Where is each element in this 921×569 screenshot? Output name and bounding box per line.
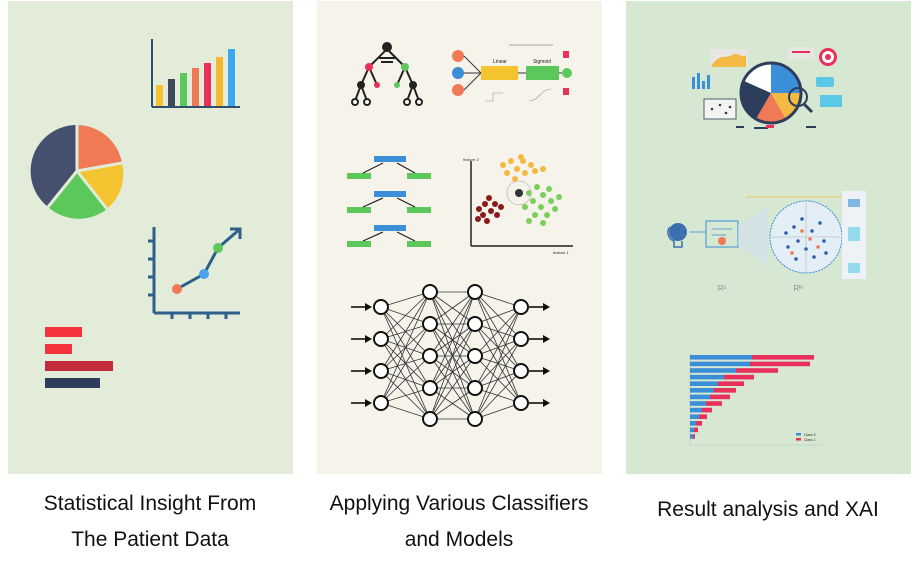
statistics-caption-line-1: Statistical Insight From <box>43 492 257 515</box>
statistics-caption: Statistical Insight From The Patient Dat… <box>0 486 300 558</box>
neural-network-icon <box>351 284 550 427</box>
cluster-scatter-icon: feature 2 feature 1 <box>463 154 573 255</box>
legend-class-0: Class 0 <box>804 433 816 437</box>
sigmoid-label: Sigmoid <box>533 59 551 65</box>
classifiers-caption-line-2: and Models <box>404 528 514 551</box>
linear-label: Linear <box>493 59 507 65</box>
line-chart-icon <box>148 227 242 319</box>
pie-chart-icon <box>30 124 124 219</box>
classifiers-caption: Applying Various Classifiers and Models <box>309 486 609 558</box>
feature-importance-chart: Class 0 Class 1 <box>689 353 822 446</box>
feature-1-label: feature 1 <box>553 250 570 255</box>
branching-model-icon <box>347 156 431 247</box>
decision-tree-icon <box>351 42 423 106</box>
classifiers-panel: Linear Sigmoid fea <box>317 1 602 474</box>
r2-label: R² <box>718 284 727 293</box>
rn-label: Rᴺ <box>793 284 803 293</box>
xai-caption-line-1: Result analysis and XAI <box>657 498 879 521</box>
xai-caption: Result analysis and XAI <box>618 492 918 528</box>
feature-2-label: feature 2 <box>463 157 480 162</box>
classifiers-caption-line-1: Applying Various Classifiers <box>329 492 589 515</box>
logistic-regression-icon: Linear Sigmoid <box>452 44 572 102</box>
xai-panel: R² Rᴺ Class 0 Class 1 <box>626 1 911 474</box>
statistics-caption-line-2: The Patient Data <box>71 528 229 551</box>
analytics-dashboard-icon <box>692 47 842 129</box>
explainability-diagram: R² Rᴺ <box>667 191 866 293</box>
bar-chart-icon <box>151 39 240 108</box>
legend-class-1: Class 1 <box>804 438 816 442</box>
horizontal-bar-icon <box>45 327 113 388</box>
statistics-panel <box>8 1 293 474</box>
